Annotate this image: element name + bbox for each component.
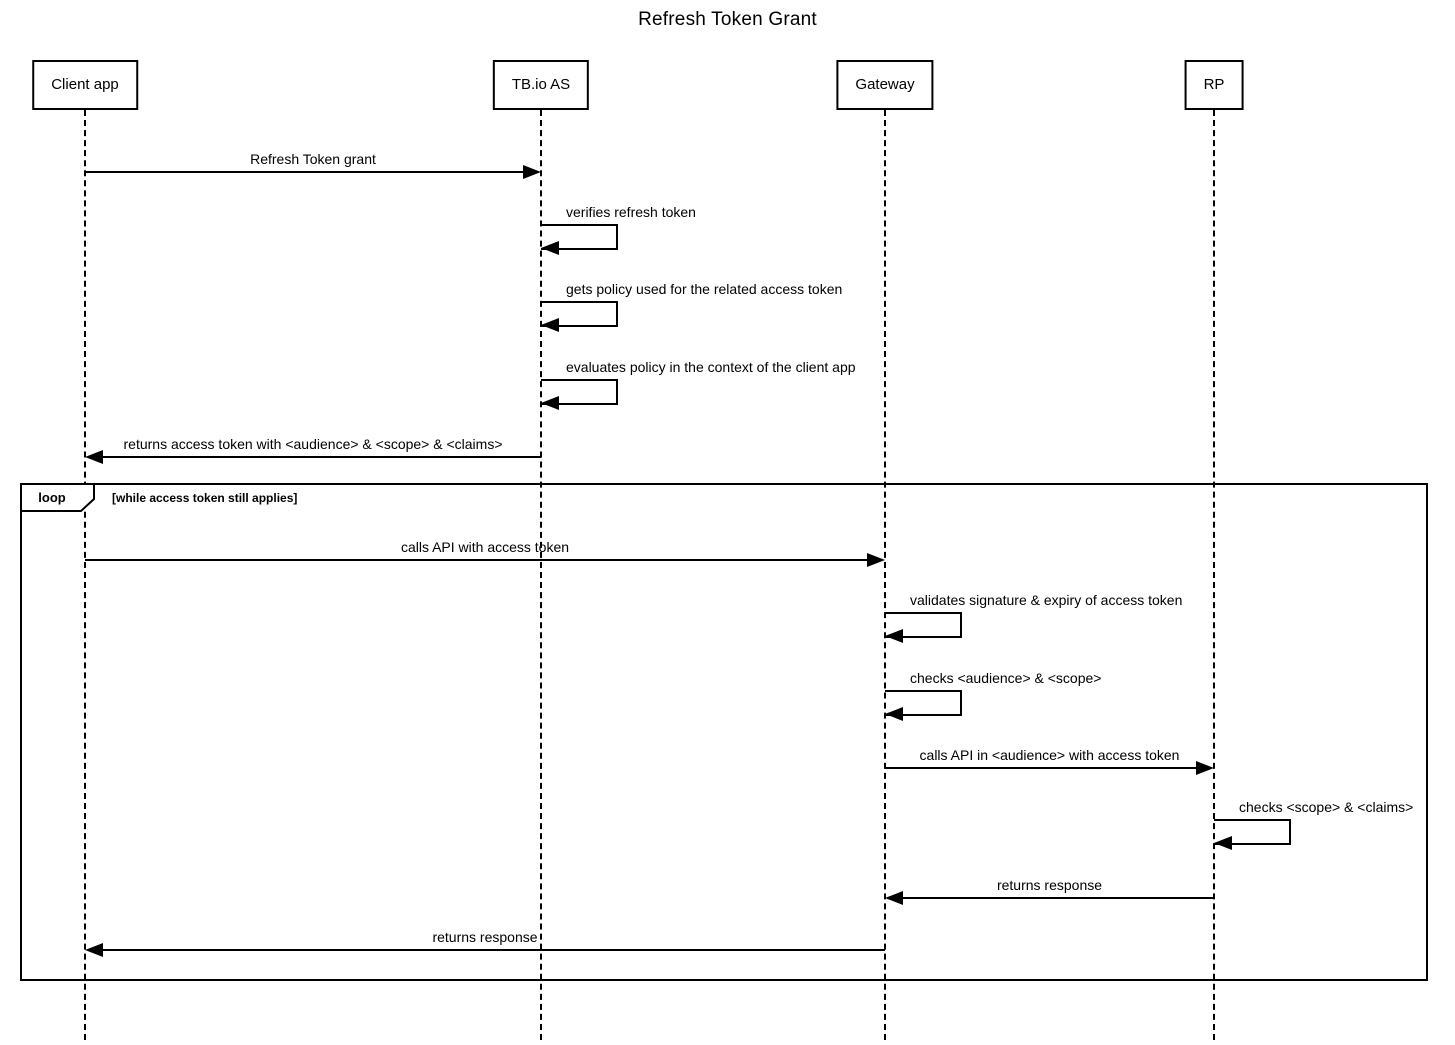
- message-returns-access-token-with-audience-scope-claims-arrowhead: [85, 450, 103, 464]
- self-message-checks-scope-claims-label: checks <scope> & <claims>: [1239, 799, 1414, 815]
- self-message-evaluates-policy-in-the-context-of-the-client-app-box: [541, 379, 618, 405]
- self-message-gets-policy-used-for-the-related-access-token-label: gets policy used for the related access …: [566, 281, 843, 297]
- lifeline-tb-io-as: [540, 110, 542, 1040]
- message-calls-api-in-audience-with-access-token-arrowhead: [1196, 761, 1214, 775]
- self-message-verifies-refresh-token-label: verifies refresh token: [566, 204, 696, 220]
- self-message-checks-audience-scope-box: [885, 690, 962, 716]
- loop-condition-label: [while access token still applies]: [112, 491, 298, 505]
- self-message-evaluates-policy-in-the-context-of-the-client-app-label: evaluates policy in the context of the c…: [566, 359, 856, 375]
- participant-gateway: Gateway: [836, 60, 934, 110]
- self-message-gets-policy-used-for-the-related-access-token-box: [541, 301, 618, 327]
- message-returns-response-arrowhead: [85, 943, 103, 957]
- message-returns-response-label: returns response: [996, 877, 1103, 893]
- message-calls-api-with-access-token-arrowhead: [867, 553, 885, 567]
- participant-tb-io-as: TB.io AS: [492, 60, 590, 110]
- message-returns-response-label: returns response: [432, 929, 538, 945]
- message-calls-api-with-access-token-label: calls API with access token: [400, 539, 570, 555]
- diagram-title: Refresh Token Grant: [638, 9, 817, 30]
- participant-rp: RP: [1184, 60, 1244, 110]
- message-calls-api-in-audience-with-access-token-label: calls API in <audience> with access toke…: [919, 747, 1180, 763]
- self-message-validates-signature-expiry-of-access-token-box: [885, 612, 962, 638]
- self-message-verifies-refresh-token-arrowhead: [541, 241, 559, 255]
- loop-tab-shape: [20, 483, 95, 512]
- loop-fragment: loop [while access token still applies]: [20, 483, 1428, 981]
- lifeline-gateway: [884, 110, 886, 1040]
- message-returns-access-token-with-audience-scope-claims-line: [101, 456, 541, 458]
- participant-client-app: Client app: [32, 60, 138, 110]
- message-returns-response-line: [101, 949, 885, 951]
- message-returns-response-arrowhead: [885, 891, 903, 905]
- message-calls-api-in-audience-with-access-token-line: [885, 767, 1198, 769]
- message-refresh-token-grant-line: [85, 171, 525, 173]
- lifeline-client-app: [84, 110, 86, 1040]
- loop-operator-label: loop: [38, 490, 66, 505]
- lifeline-rp: [1213, 110, 1215, 1040]
- self-message-checks-scope-claims-box: [1214, 819, 1291, 845]
- self-message-validates-signature-expiry-of-access-token-label: validates signature & expiry of access t…: [910, 592, 1183, 608]
- self-message-checks-scope-claims-arrowhead: [1214, 836, 1232, 850]
- self-message-validates-signature-expiry-of-access-token-arrowhead: [885, 629, 903, 643]
- message-calls-api-with-access-token-line: [85, 559, 869, 561]
- message-returns-response-line: [901, 897, 1214, 899]
- self-message-gets-policy-used-for-the-related-access-token-arrowhead: [541, 318, 559, 332]
- message-refresh-token-grant-arrowhead: [523, 165, 541, 179]
- self-message-checks-audience-scope-arrowhead: [885, 707, 903, 721]
- self-message-checks-audience-scope-label: checks <audience> & <scope>: [910, 670, 1102, 686]
- self-message-evaluates-policy-in-the-context-of-the-client-app-arrowhead: [541, 396, 559, 410]
- self-message-verifies-refresh-token-box: [541, 224, 618, 250]
- message-refresh-token-grant-label: Refresh Token grant: [250, 151, 376, 167]
- message-returns-access-token-with-audience-scope-claims-label: returns access token with <audience> & <…: [123, 436, 503, 452]
